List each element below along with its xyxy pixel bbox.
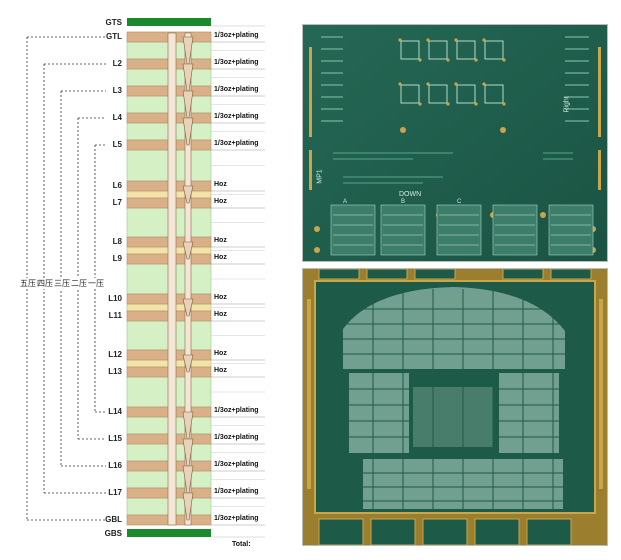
microvia [182, 354, 194, 373]
spec-l10: Hoz [214, 294, 227, 301]
label-l3: L3 [112, 86, 122, 95]
microvia [182, 117, 194, 146]
microvia [182, 185, 194, 204]
stackup-svg [26, 18, 265, 538]
board-photo-bottom [302, 268, 608, 546]
spec-gtl: 1/3oz+plating [214, 32, 259, 39]
microvia [182, 298, 194, 317]
spec-l5: 1/3oz+plating [214, 140, 259, 147]
spec-l7: Hoz [214, 198, 227, 205]
spec-l12: Hoz [214, 350, 227, 357]
board-bottom-svg [303, 269, 607, 545]
board-zone-c: C [457, 199, 462, 205]
label-l5: L5 [112, 140, 122, 149]
spec-l17: 1/3oz+plating [214, 488, 259, 495]
label-l10: L10 [108, 294, 122, 303]
label-gbs: GBS [104, 529, 122, 538]
label-l2: L2 [112, 59, 122, 68]
spec-l2: 1/3oz+plating [214, 59, 259, 66]
press-label-3: 三压 [53, 278, 71, 289]
spec-l16: 1/3oz+plating [214, 461, 259, 468]
label-l6: L6 [112, 181, 122, 190]
board-top-svg [303, 25, 607, 261]
label-l17: L17 [108, 488, 122, 497]
via-barrel [167, 32, 177, 526]
spec-l14: 1/3oz+plating [214, 407, 259, 414]
top-solder-mask [127, 18, 211, 26]
spec-l15: 1/3oz+plating [214, 434, 259, 441]
label-l15: L15 [108, 434, 122, 443]
label-l16: L16 [108, 461, 122, 470]
microvia [182, 241, 194, 260]
press-label-4: 二压 [70, 278, 88, 289]
label-l9: L9 [112, 254, 122, 263]
board-zone-b: B [401, 199, 406, 205]
press-label-2: 四压 [36, 278, 54, 289]
spec-l11: Hoz [214, 311, 227, 318]
label-gbl: GBL [105, 515, 122, 524]
board-label-mp1: MP1 [316, 169, 324, 184]
label-l11: L11 [108, 311, 122, 320]
spec-l3: 1/3oz+plating [214, 86, 259, 93]
label-l13: L13 [108, 367, 122, 376]
press-label-5: 一压 [87, 278, 105, 289]
bottom-solder-mask [127, 529, 211, 537]
board-label-down: DOWN [399, 191, 422, 198]
spec-l4: 1/3oz+plating [214, 113, 259, 120]
via-barrel-2 [184, 32, 192, 526]
spec-l8: Hoz [214, 237, 227, 244]
spec-l9: Hoz [214, 254, 227, 261]
spec-gbl: 1/3oz+plating [214, 515, 259, 522]
total-label: Total: [232, 541, 251, 548]
board-photo-top: DOWN MP1 Right A B C [302, 24, 608, 262]
spec-l13: Hoz [214, 367, 227, 374]
label-l4: L4 [112, 113, 122, 122]
label-l8: L8 [112, 237, 122, 246]
spec-l6: Hoz [214, 181, 227, 188]
board-label-right: Right [563, 96, 571, 113]
microvia [182, 492, 194, 521]
label-gts: GTS [105, 18, 122, 27]
board-zone-a: A [343, 199, 348, 205]
press-label-1: 五压 [19, 278, 37, 289]
label-l7: L7 [112, 198, 122, 207]
label-gtl: GTL [106, 32, 122, 41]
label-l14: L14 [108, 407, 122, 416]
label-l12: L12 [108, 350, 122, 359]
